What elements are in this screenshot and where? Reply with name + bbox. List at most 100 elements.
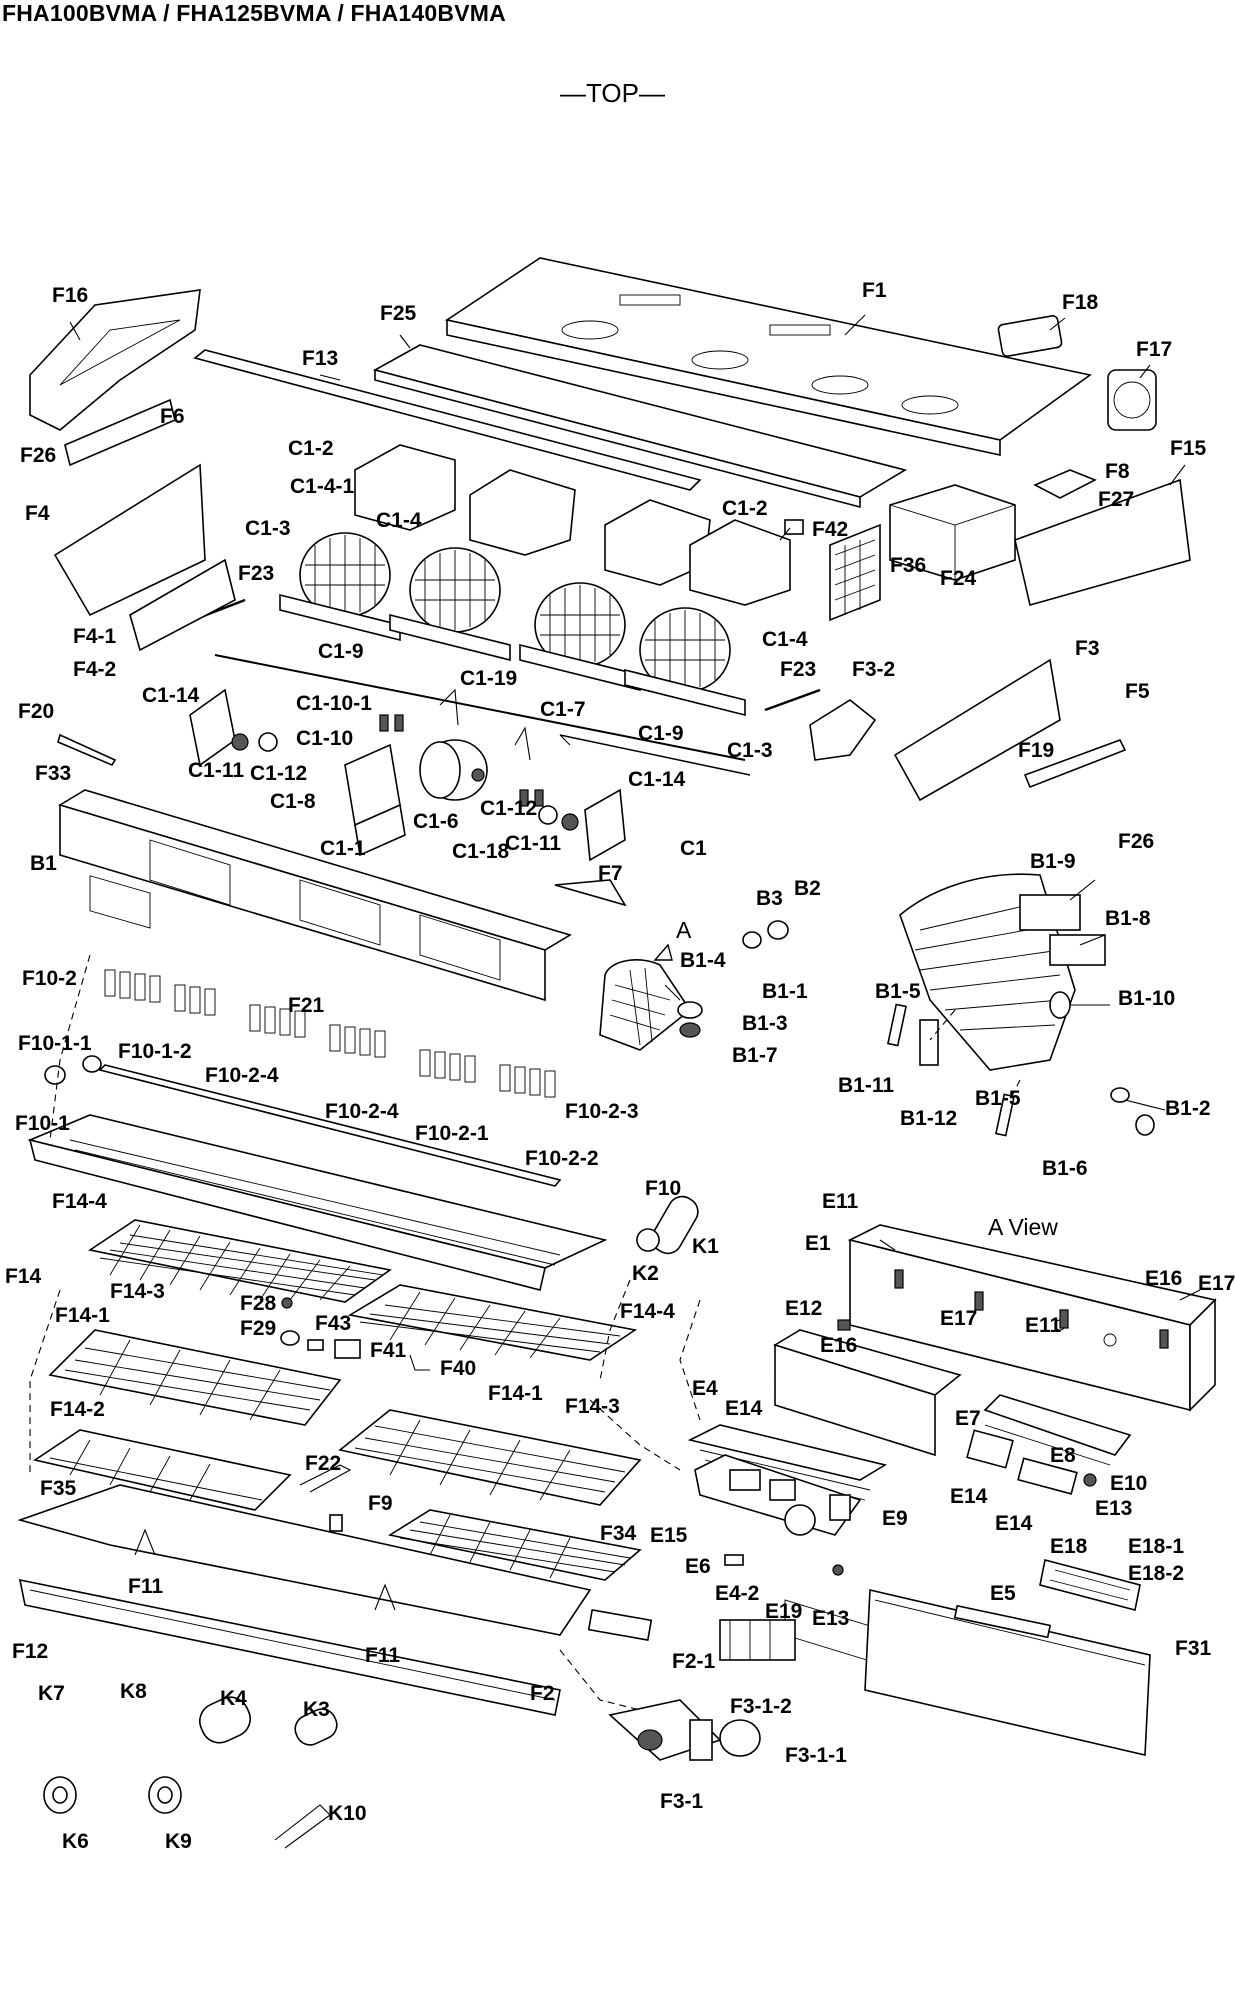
leader-lines	[69, 314, 1201, 1301]
label-F12: F12	[12, 1640, 48, 1663]
label-E18-2: E18-2	[1128, 1562, 1184, 1585]
label-E13b: E13	[812, 1607, 849, 1630]
label-F14-2: F14-2	[50, 1398, 105, 1421]
grommet-k6	[43, 1776, 77, 1814]
label-C1-10-1: C1-10-1	[296, 692, 372, 715]
label-F10-2-4a: F10-2-4	[205, 1064, 279, 1087]
label-F3-2: F3-2	[852, 658, 895, 681]
label-F3-1-1: F3-1-1	[785, 1744, 847, 1767]
label-E1: E1	[805, 1232, 831, 1255]
nuts-b2-b3	[742, 920, 789, 949]
label-K9: K9	[165, 1830, 192, 1853]
label-F14-4a: F14-4	[52, 1190, 107, 1213]
label-B1-5a: B1-5	[875, 980, 921, 1003]
diagram-title: FHA100BVMA / FHA125BVMA / FHA140BVMA	[2, 0, 506, 26]
label-K8: K8	[120, 1680, 147, 1703]
label-E7: E7	[955, 1407, 981, 1430]
cover-f17	[1107, 369, 1157, 431]
grommet-k9	[148, 1776, 182, 1814]
rod-f23-right	[764, 688, 821, 712]
label-F19: F19	[1018, 739, 1054, 762]
label-E14c: E14	[995, 1512, 1033, 1535]
label-B1-9: B1-9	[1030, 850, 1076, 873]
label-B1-10: B1-10	[1118, 987, 1175, 1010]
bearing-c1-11-right	[561, 813, 579, 831]
rail-f13	[193, 349, 702, 491]
label-B1-11: B1-11	[838, 1074, 894, 1097]
label-C1-3a: C1-3	[245, 517, 291, 540]
louver-motor-f3-1	[608, 1699, 761, 1761]
sensors-b1-5	[887, 1003, 1015, 1137]
label-F10-2-1: F10-2-1	[415, 1122, 489, 1145]
label-F14: F14	[5, 1265, 42, 1288]
dashed-connections	[29, 954, 1021, 1711]
label-C1-8: C1-8	[270, 790, 316, 813]
label-C1-9a: C1-9	[318, 640, 364, 663]
bracket-f3-2	[809, 699, 877, 761]
bearing-c1-11-left	[231, 733, 249, 751]
filter-f14-1-left	[48, 1329, 342, 1426]
side-plate-f3	[893, 658, 1061, 802]
cap-f29	[280, 1330, 300, 1346]
label-F11a: F11	[128, 1575, 163, 1598]
fittings-b1-2	[1110, 1087, 1155, 1136]
part-f41	[334, 1339, 361, 1359]
label-F10-1-2: F10-1-2	[118, 1040, 192, 1063]
label-F20: F20	[18, 700, 54, 723]
label-E16b: E16	[820, 1334, 857, 1357]
clamp-k2	[636, 1228, 660, 1252]
label-F10-2: F10-2	[22, 967, 77, 990]
label-E6: E6	[685, 1555, 711, 1578]
label-F43: F43	[315, 1312, 351, 1335]
insulation-f33	[57, 733, 117, 767]
label-F21: F21	[288, 994, 325, 1017]
label-E17b: E17	[940, 1307, 977, 1330]
grille-f34	[387, 1509, 642, 1581]
label-E4-2: E4-2	[715, 1582, 759, 1605]
tube-k4	[199, 1696, 251, 1744]
wire-harness-e19	[719, 1619, 796, 1661]
label-F16: F16	[52, 284, 88, 307]
part-f7	[554, 879, 627, 907]
cover-e5-f31	[864, 1589, 1151, 1756]
label-F2-1: F2-1	[672, 1650, 716, 1673]
clip-e12	[837, 1319, 851, 1331]
label-F7: F7	[598, 862, 623, 885]
terminal-box-e4	[773, 1329, 962, 1679]
label-E19: E19	[765, 1600, 802, 1623]
label-C1-4b: C1-4	[762, 628, 808, 651]
bracket-c1-14-right	[584, 788, 626, 862]
label-C1-2a: C1-2	[288, 437, 334, 460]
terminal-block-e8	[1017, 1457, 1078, 1495]
label-E5: E5	[990, 1582, 1016, 1605]
label-F24: F24	[940, 567, 977, 590]
label-K6: K6	[62, 1830, 89, 1853]
mesh-f36	[829, 523, 881, 622]
label-C1-2b: C1-2	[722, 497, 768, 520]
electrical-box-e1	[847, 1224, 1217, 1412]
label-C1: C1	[680, 837, 707, 860]
label-E12: E12	[785, 1297, 822, 1320]
label-C1-12a: C1-12	[250, 762, 307, 785]
drain-pan-f10-1	[27, 1114, 608, 1291]
label-F10-1: F10-1	[15, 1112, 70, 1135]
springs-c1-10	[379, 714, 544, 807]
label-K4: K4	[220, 1687, 247, 1710]
a-arrow-icon	[653, 943, 673, 961]
label-E15: E15	[650, 1524, 688, 1547]
bearing-c1-12-left	[258, 732, 278, 752]
label-F2: F2	[530, 1682, 555, 1705]
rail-f25	[372, 344, 908, 509]
label-F28: F28	[240, 1292, 277, 1315]
label-F8: F8	[1105, 460, 1130, 483]
top-panel-f1	[444, 257, 1092, 456]
fan-housing-lower	[279, 593, 746, 717]
label-F4-1: F4-1	[73, 625, 117, 648]
label-B1-6: B1-6	[1042, 1157, 1088, 1180]
label-C1-9b: C1-9	[638, 722, 684, 745]
part-labels: F1 F16 F18 F25 F17 F13 F6 F15 C1-2 F26 F…	[5, 279, 1235, 1853]
label-F14-1a: F14-1	[55, 1304, 110, 1327]
label-K2: K2	[632, 1262, 659, 1285]
label-C1-14b: C1-14	[628, 768, 686, 791]
part-f9	[329, 1514, 343, 1532]
